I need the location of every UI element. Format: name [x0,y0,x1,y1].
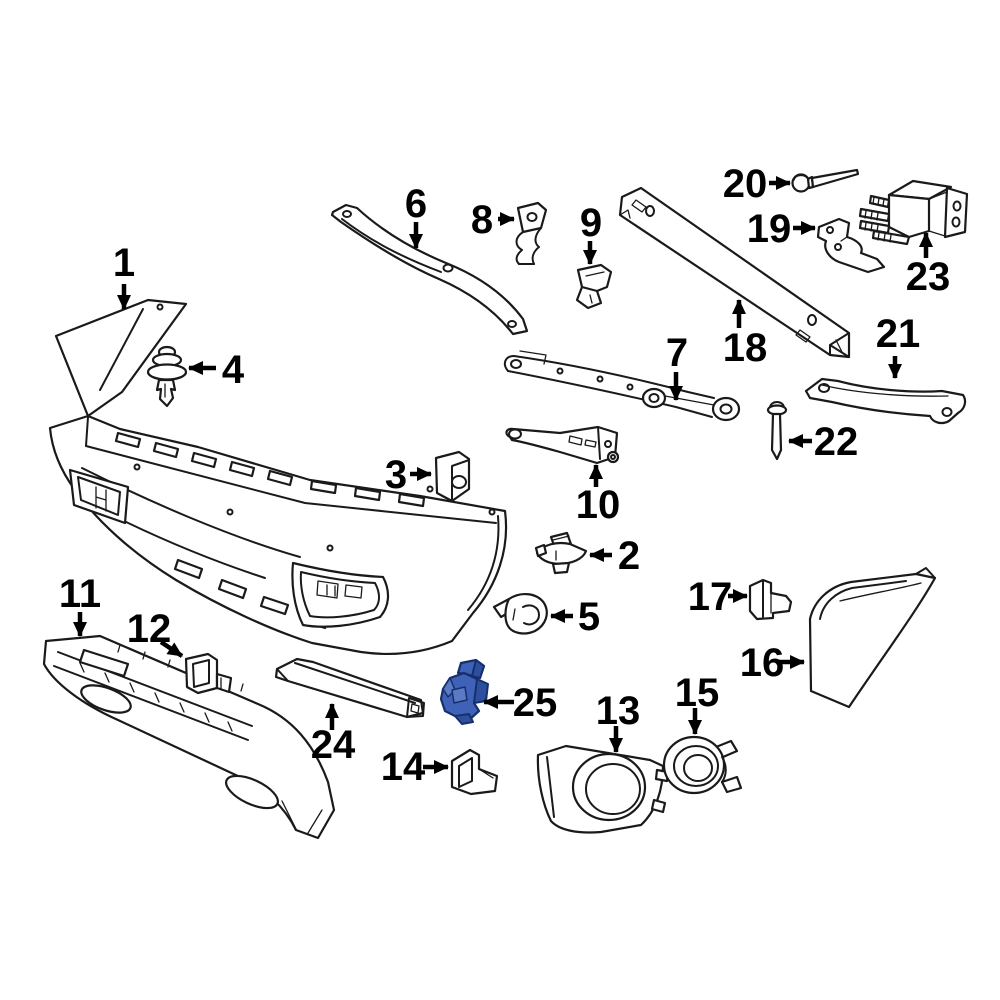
callout-24: 24 [311,703,356,767]
callout-22: 22 [788,420,859,464]
part-side-bracket-9 [575,263,613,310]
callout-7-label: 7 [666,331,688,375]
callout-2: 2 [589,534,640,578]
callout-3-label: 3 [385,453,407,497]
callout-16: 16 [740,641,805,685]
callout-1-label: 1 [113,241,135,285]
callout-11-label: 11 [59,572,101,616]
part-fog-lamp-bezel [536,744,670,834]
part-trim-strip-24 [274,657,425,719]
part-retainer-pin [791,168,860,193]
callout-8: 8 [471,198,515,242]
callout-20: 20 [723,162,791,206]
part-push-clip-4 [146,345,188,408]
callout-20-label: 20 [723,162,768,206]
callout-4-label: 4 [222,348,245,392]
callout-16-label: 16 [740,641,785,685]
callout-18-label: 18 [723,326,768,370]
callout-25-label: 25 [513,681,558,725]
part-corner-bracket-3 [434,450,471,503]
part-side-bracket-8 [515,201,548,265]
callout-11: 11 [59,572,101,637]
callout-21: 21 [876,312,921,379]
part-clip-17 [748,578,793,621]
part-valance-bracket-12 [184,652,233,695]
part-impact-bar [618,186,851,359]
callout-25: 25 [483,681,558,725]
callout-12-label: 12 [127,607,172,651]
part-bolt-22 [766,401,788,461]
part-mount-bracket-23 [858,179,969,246]
callout-5-label: 5 [578,595,600,639]
callout-12-arrow [159,640,184,658]
callout-24-label: 24 [311,723,356,767]
callout-2-label: 2 [618,534,640,578]
callout-9-label: 9 [580,201,602,245]
callout-21-label: 21 [876,312,921,356]
callout-22-label: 22 [814,420,859,464]
callout-23-label: 23 [906,255,951,299]
callout-19: 19 [747,207,816,251]
callout-12: 12 [127,607,184,658]
callout-6-label: 6 [405,182,427,226]
part-fog-lamp [662,735,743,795]
part-lower-valance [42,634,336,840]
callout-3: 3 [385,453,432,497]
callout-8-label: 8 [471,198,493,242]
callout-23: 23 [906,232,951,299]
part-lower-bracket-10 [505,425,620,465]
callout-15: 15 [675,671,720,735]
callout-5: 5 [550,595,600,639]
part-bumper-cover [48,298,508,656]
callout-9: 9 [580,201,602,265]
part-clip-5 [492,593,548,635]
part-side-support-21 [804,377,967,425]
callout-14: 14 [381,745,449,789]
callout-14-label: 14 [381,745,426,789]
part-upper-retainer-brace [330,203,529,336]
callout-18: 18 [723,299,768,370]
callout-4: 4 [188,348,245,392]
callout-17: 17 [688,575,748,619]
callout-7: 7 [666,331,688,401]
callout-13: 13 [596,689,641,753]
callout-10-label: 10 [576,483,621,527]
callout-6: 6 [405,182,427,249]
part-lower-bracket-14 [450,748,499,796]
part-center-support-7 [503,350,741,422]
callout-15-label: 15 [675,671,720,715]
callout-10: 10 [576,464,621,527]
callout-13-label: 13 [596,689,641,733]
callout-19-label: 19 [747,207,792,251]
callout-1: 1 [113,241,135,310]
part-highlighted-clip-25 [439,658,489,725]
part-corner-seal-16 [808,567,937,709]
callout-17-label: 17 [688,575,733,619]
part-stay-bracket-19 [816,217,886,274]
part-clip-2 [534,531,588,575]
